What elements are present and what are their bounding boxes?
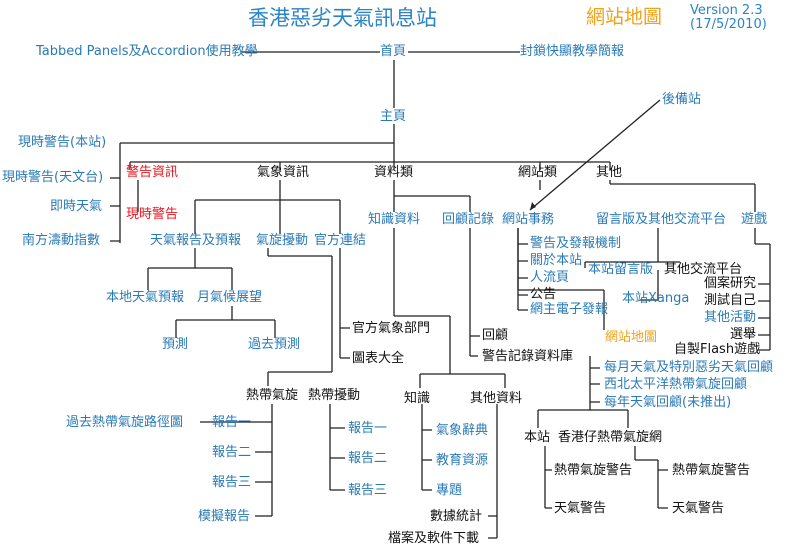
node-tc-warn-hk: 熱帶氣旋警告 bbox=[672, 463, 751, 478]
node-stats: 數據統計 bbox=[430, 509, 483, 524]
node-review-record[interactable]: 回顧記錄 bbox=[442, 212, 495, 227]
node-official-dept: 官方氣象部門 bbox=[352, 321, 431, 336]
node-activities[interactable]: 其他活動 bbox=[704, 310, 757, 325]
node-forecast[interactable]: 天氣報告及預報 bbox=[150, 233, 242, 248]
node-case-study: 個案研究 bbox=[704, 276, 757, 291]
node-report-1[interactable]: 報告一 bbox=[212, 415, 252, 430]
node-weather-info: 氣象資訊 bbox=[257, 165, 310, 180]
node-this-site: 本站 bbox=[524, 430, 551, 445]
node-notice: 公告 bbox=[530, 287, 557, 302]
node-email-alert[interactable]: 網主電子發報 bbox=[530, 302, 609, 317]
version-label: Version 2.3 bbox=[690, 3, 763, 18]
node-traffic[interactable]: 人流頁 bbox=[530, 270, 570, 285]
node-nw-pacific[interactable]: 西北太平洋熱帶氣旋回顧 bbox=[604, 377, 748, 392]
node-current-warn[interactable]: 現時警告 bbox=[126, 207, 179, 222]
node-main[interactable]: 主頁 bbox=[380, 109, 407, 124]
node-site: 網站類 bbox=[518, 165, 558, 180]
node-other-data: 其他資料 bbox=[470, 391, 523, 406]
node-past-tracks[interactable]: 過去熱帶氣旋路徑圖 bbox=[66, 415, 184, 430]
node-data: 資料類 bbox=[374, 165, 414, 180]
node-warn-obs[interactable]: 現時警告(天文台) bbox=[2, 170, 104, 185]
node-election: 選舉 bbox=[730, 327, 757, 342]
node-local-forecast[interactable]: 本地天氣預報 bbox=[106, 290, 185, 305]
node-review: 回顧 bbox=[482, 328, 509, 343]
node-flash-game: 自製Flash遊戲 bbox=[674, 342, 761, 357]
node-edu[interactable]: 教育資源 bbox=[436, 453, 489, 468]
node-south-index[interactable]: 南方濤動指數 bbox=[22, 233, 101, 248]
node-official-link[interactable]: 官方連結 bbox=[314, 233, 367, 248]
node-weather-warn-hk: 天氣警告 bbox=[672, 501, 725, 516]
node-other-platform: 其他交流平台 bbox=[664, 262, 743, 277]
node-report-2[interactable]: 報告二 bbox=[212, 445, 252, 460]
node-knowledge-sub: 知識 bbox=[404, 391, 431, 406]
node-xanga[interactable]: 本站Xanga bbox=[622, 291, 690, 306]
node-charts: 圖表大全 bbox=[352, 351, 405, 366]
sitemap-heading: 網站地圖 bbox=[586, 6, 663, 28]
node-disturb[interactable]: 氣旋擾動 bbox=[256, 233, 309, 248]
node-warn-db: 警告記錄資料庫 bbox=[482, 349, 574, 364]
node-sitemap[interactable]: 網站地圖 bbox=[605, 330, 658, 345]
node-monthly-review[interactable]: 每月天氣及特別惡劣天氣回顧 bbox=[604, 360, 774, 375]
node-prediction[interactable]: 預測 bbox=[162, 337, 189, 352]
node-popup-tutorial[interactable]: 封鎖快顯教學簡報 bbox=[520, 44, 625, 59]
node-self-test: 測試自己 bbox=[704, 293, 757, 308]
node-dictionary[interactable]: 氣象辭典 bbox=[436, 423, 489, 438]
node-report-3[interactable]: 報告三 bbox=[212, 475, 252, 490]
node-instant-weather[interactable]: 即時天氣 bbox=[50, 199, 103, 214]
node-td-report-1[interactable]: 報告一 bbox=[348, 421, 388, 436]
node-about[interactable]: 關於本站 bbox=[530, 253, 583, 268]
node-knowledge[interactable]: 知識資料 bbox=[368, 212, 421, 227]
node-site-affairs[interactable]: 網站事務 bbox=[502, 212, 555, 227]
node-hk-tc-site: 香港仔熱帶氣旋網 bbox=[558, 430, 663, 445]
node-other: 其他 bbox=[596, 165, 623, 180]
node-warn-mechanism[interactable]: 警告及發報機制 bbox=[530, 236, 622, 251]
node-tabbed-panels[interactable]: Tabbed Panels及Accordion使用教學 bbox=[36, 44, 258, 59]
node-td-report-2[interactable]: 報告二 bbox=[348, 451, 388, 466]
node-games[interactable]: 遊戲 bbox=[741, 212, 768, 227]
node-topics[interactable]: 專題 bbox=[436, 483, 463, 498]
node-monthly-outlook[interactable]: 月氣候展望 bbox=[197, 290, 263, 305]
node-td: 熱帶擾動 bbox=[308, 388, 361, 403]
node-site-board[interactable]: 本站留言版 bbox=[588, 262, 654, 277]
node-warn-info[interactable]: 警告資訊 bbox=[126, 165, 179, 180]
node-weather-warn-site: 天氣警告 bbox=[554, 501, 607, 516]
node-td-report-3[interactable]: 報告三 bbox=[348, 483, 388, 498]
version-date: (17/5/2010) bbox=[690, 17, 767, 32]
node-tc: 熱帶氣旋 bbox=[246, 388, 299, 403]
node-backup[interactable]: 後備站 bbox=[662, 92, 702, 107]
node-tc-warn-site: 熱帶氣旋警告 bbox=[554, 463, 633, 478]
node-downloads: 檔案及軟件下載 bbox=[388, 531, 480, 546]
node-board-platform[interactable]: 留言版及其他交流平台 bbox=[596, 212, 727, 227]
node-home[interactable]: 首頁 bbox=[380, 44, 407, 59]
node-yearly-review[interactable]: 每年天氣回顧(未推出) bbox=[604, 395, 732, 410]
node-warn-hq[interactable]: 現時警告(本站) bbox=[18, 135, 107, 150]
node-mock-report[interactable]: 模擬報告 bbox=[198, 509, 251, 524]
page-title: 香港惡劣天氣訊息站 bbox=[248, 6, 437, 30]
node-past-prediction[interactable]: 過去預測 bbox=[248, 337, 301, 352]
